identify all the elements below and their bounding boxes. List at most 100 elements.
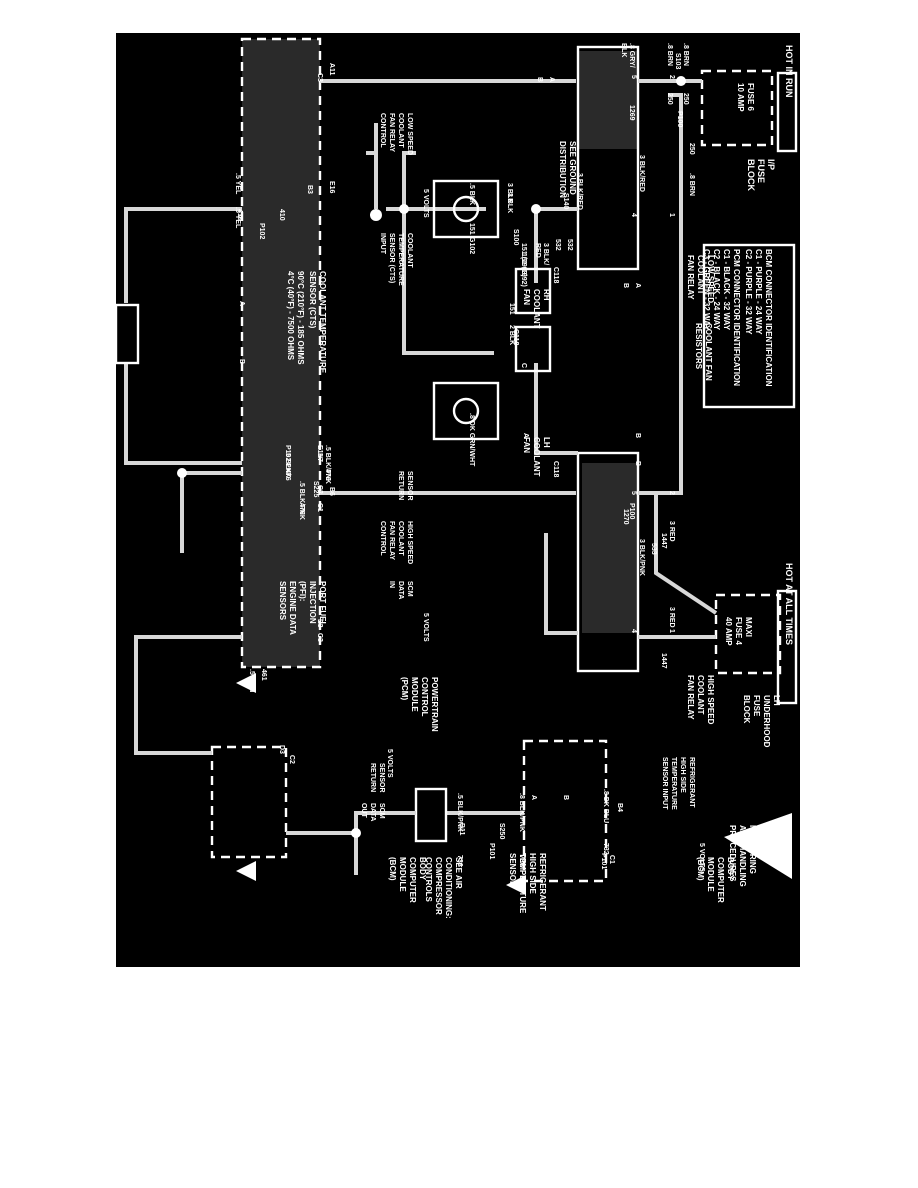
wire-label-c118b: C118 xyxy=(512,329,519,345)
esd-note-l4: PROCEDURES xyxy=(728,825,737,882)
pin-b4: B4 xyxy=(616,803,623,812)
resistor-1 xyxy=(514,267,552,315)
rh-fan-l2: COOLANT xyxy=(532,289,541,329)
wire-label-dkblu: .8 DK BLU xyxy=(602,789,609,823)
hot-in-run-label: HOT IN RUN xyxy=(784,45,794,98)
scm-out-l3: OUT xyxy=(360,803,367,819)
wire-label-s103: S103 xyxy=(674,53,681,69)
pin-c1b: C1 xyxy=(608,855,615,864)
wire-151-lh xyxy=(402,209,494,355)
pcm-volts-a: 5 VOLTS xyxy=(422,189,429,218)
cts-pin-b: B xyxy=(238,359,245,364)
wire-label-1269: 1269 xyxy=(628,105,635,121)
lh-fan-l2: COOLANT xyxy=(532,437,541,477)
underhood-fuse-block-outline xyxy=(714,593,782,675)
relay-low-pin5: 5 xyxy=(630,75,637,79)
wire-label-736b: 736 xyxy=(456,855,463,867)
underhood-l3: FUSE xyxy=(752,695,761,717)
wire-label-461: 461 xyxy=(260,669,267,681)
bcm-lower-l4: (BCM) xyxy=(388,857,397,881)
low-ctrl-l4: CONTROL xyxy=(379,113,386,148)
rh-fan-motor xyxy=(452,195,480,223)
wire-label-brn-a: .8 BRN xyxy=(666,43,673,66)
wire-label-gry: .8 GRY/ xyxy=(628,43,635,68)
wire-label-476a: 476 xyxy=(324,469,331,481)
cts-spec-l2: 4°C (40°F) - 7500 OHMS xyxy=(286,271,295,361)
fan-lh-pin-b: B xyxy=(634,433,641,438)
wire-label-yel-a: .5 YEL xyxy=(234,173,241,195)
wire-label-yel-b: .5 YEL xyxy=(234,207,241,229)
refrig-input-l4: SENSOR INPUT xyxy=(661,757,668,810)
wire-label-s140: S140 xyxy=(562,193,569,209)
pin-c3b: C3 xyxy=(316,73,323,82)
wire-532-a xyxy=(534,207,578,239)
wiring-diagram-panel: HOT IN RUN HOT AT ALL TIMES I/P FUSE BLO… xyxy=(116,33,800,967)
conn-c118-pin-c: C xyxy=(520,363,527,368)
wire-label-3blk-a: 3 BLK xyxy=(506,183,513,203)
lh-fan-box xyxy=(432,381,500,441)
pfi-l1: PORT FUEL xyxy=(318,581,327,626)
scm-in-l2: DATA xyxy=(397,581,404,599)
relay-high-pin4: 4 xyxy=(630,629,637,633)
wire-label-736a: 736 xyxy=(518,855,525,867)
relay-high-pin2: 2 xyxy=(668,491,675,495)
rh-fan-box xyxy=(432,179,500,239)
resistors-l1: COOLANT FAN xyxy=(704,323,713,381)
ground-g102 xyxy=(370,209,382,221)
wire-410 xyxy=(124,207,242,303)
wire-label-c118a: C118 xyxy=(552,267,559,283)
wire-label-dkgrnwht: .8 DK GRN/WHT xyxy=(468,413,475,467)
wire-label-p101b: P101 xyxy=(488,843,495,859)
wire-label-250b: 250 xyxy=(682,93,689,105)
bcm-conn-heading: BCM CONNECTOR IDENTIFICATION xyxy=(764,249,773,387)
wire-label-p100a: P100 xyxy=(676,111,683,127)
ac-note-l2: CONDITIONING: xyxy=(444,857,453,919)
wire-label-250a: 250 xyxy=(666,93,673,105)
wire-label-p102a: P102 xyxy=(258,223,265,239)
pcm-zone xyxy=(242,39,320,667)
wire-label-732: 732 xyxy=(602,843,609,855)
wire-label-brn-b: .8 BRN xyxy=(682,43,689,66)
wire-label-1270: 1270 xyxy=(622,509,629,525)
bcm-title-l3: MODULE xyxy=(706,857,715,892)
wire-label-1447a: 1447 xyxy=(660,533,667,549)
refrig-pin-b: B xyxy=(562,795,569,800)
esd-note-l1: SEE xyxy=(758,825,767,842)
ground-note-l1: SEE GROUND xyxy=(568,141,577,195)
bcm-return-l1: SENSOR xyxy=(378,763,385,793)
cts-spec-l1: 90°C (210°F) - 185 OHMS xyxy=(296,271,305,365)
relay-low-pin4: 4 xyxy=(630,213,637,217)
maxi-fuse-l2: FUSE 4 xyxy=(734,617,743,646)
high-speed-relay-box xyxy=(576,451,640,673)
low-relay-zone xyxy=(578,51,638,149)
refrig-sensor-l4: SENSOR xyxy=(508,853,517,887)
esd-note-l3: AND HANDLING xyxy=(738,825,747,887)
scm-in-l1: SCM xyxy=(406,581,413,597)
splice-s250 xyxy=(351,828,361,838)
splice-s225 xyxy=(177,468,187,478)
refrig-sensor-l2: HIGH SIDE xyxy=(528,853,537,895)
wire-476 xyxy=(124,363,242,465)
refrig-input-l2: HIGH SIDE xyxy=(679,757,686,793)
esd-note-l2: MEASURING xyxy=(748,825,757,874)
high-relay-l2: COOLANT xyxy=(696,675,705,715)
wire-1447-b xyxy=(654,493,718,615)
pin-b11: B11 xyxy=(458,823,465,836)
underhood-l2: UNDERHOOD xyxy=(762,695,771,748)
pin-e3: E3 xyxy=(316,619,323,628)
wire-label-151d: 151 xyxy=(508,303,515,315)
bcm-title-l2: COMPUTER xyxy=(716,857,725,903)
wire-533 xyxy=(544,533,578,635)
wire-label-pnk: PNK xyxy=(284,463,291,478)
maxi-fuse-l1: MAXI xyxy=(744,617,753,637)
pin-e11: E11 xyxy=(316,445,323,457)
cts-input-l2: TEMPERATURE xyxy=(397,233,404,286)
resistor-pin-a: A xyxy=(548,77,555,82)
cts-title-l1: COOLANT TEMPERATURE xyxy=(318,271,327,374)
bcm-lower-l1: BODY xyxy=(418,857,427,881)
resistor-2 xyxy=(514,325,552,373)
wire-label-151b: 151 (1993) xyxy=(520,243,527,277)
pin-e16: E16 xyxy=(328,181,335,194)
low-ctrl-l2: COOLANT xyxy=(397,113,404,148)
low-speed-relay-box xyxy=(576,45,640,271)
